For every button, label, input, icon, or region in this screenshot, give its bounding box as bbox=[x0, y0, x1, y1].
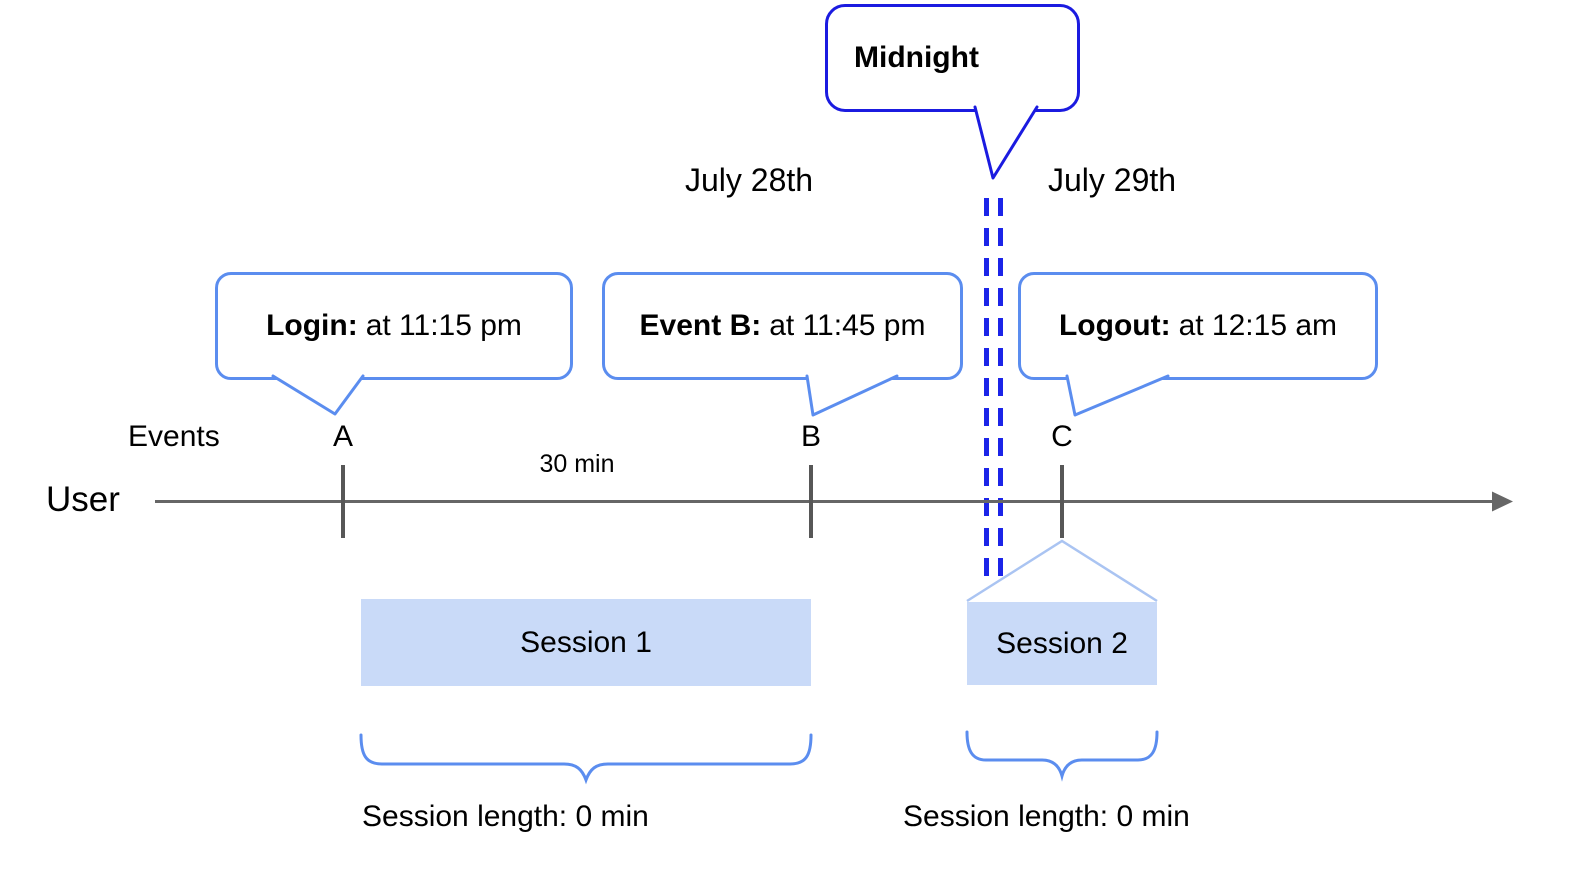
event-b-callout-tail bbox=[805, 374, 899, 417]
session-2-label: Session 2 bbox=[996, 626, 1128, 660]
session-1-label: Session 1 bbox=[520, 625, 652, 659]
login-callout-tail bbox=[271, 374, 365, 416]
event-marker-a: A bbox=[332, 420, 353, 453]
interval-label-30min: 30 min bbox=[539, 450, 615, 478]
logout-callout-time: at 12:15 am bbox=[1178, 309, 1338, 342]
login-callout: Login: at 11:15 pm bbox=[215, 272, 573, 380]
midnight-dashed-line-left bbox=[984, 198, 989, 584]
midnight-callout-tail bbox=[973, 105, 1039, 180]
events-axis-label: Events bbox=[128, 420, 220, 453]
session-1-length-label: Session length: 0 min bbox=[362, 800, 649, 833]
session-2-brace bbox=[965, 730, 1159, 782]
logout-callout: Logout: at 12:15 am bbox=[1018, 272, 1378, 380]
event-b-callout-title: Event B: bbox=[639, 309, 762, 342]
logout-callout-tail bbox=[1065, 374, 1170, 417]
event-marker-c: C bbox=[1051, 420, 1073, 453]
date-label-july-29: July 29th bbox=[1048, 162, 1177, 198]
midnight-callout-label: Midnight bbox=[854, 41, 979, 74]
event-marker-b: B bbox=[800, 420, 821, 453]
session-2-length-label: Session length: 0 min bbox=[903, 800, 1190, 833]
date-label-july-28: July 28th bbox=[685, 162, 814, 198]
midnight-dashed-line-right bbox=[998, 198, 1003, 584]
event-b-callout: Event B: at 11:45 pm bbox=[602, 272, 963, 380]
midnight-callout: Midnight bbox=[825, 4, 1080, 112]
session-2-box: Session 2 bbox=[967, 602, 1157, 685]
login-callout-title: Login: bbox=[266, 309, 358, 342]
session-1-box: Session 1 bbox=[361, 599, 811, 686]
timeline-arrowhead-icon bbox=[1492, 491, 1513, 512]
session-2-connector bbox=[966, 539, 1158, 603]
login-callout-time: at 11:15 pm bbox=[365, 309, 522, 342]
user-axis-label: User bbox=[46, 480, 120, 519]
event-b-callout-time: at 11:45 pm bbox=[769, 309, 926, 342]
session-1-brace bbox=[359, 733, 813, 785]
logout-callout-title: Logout: bbox=[1058, 309, 1171, 342]
